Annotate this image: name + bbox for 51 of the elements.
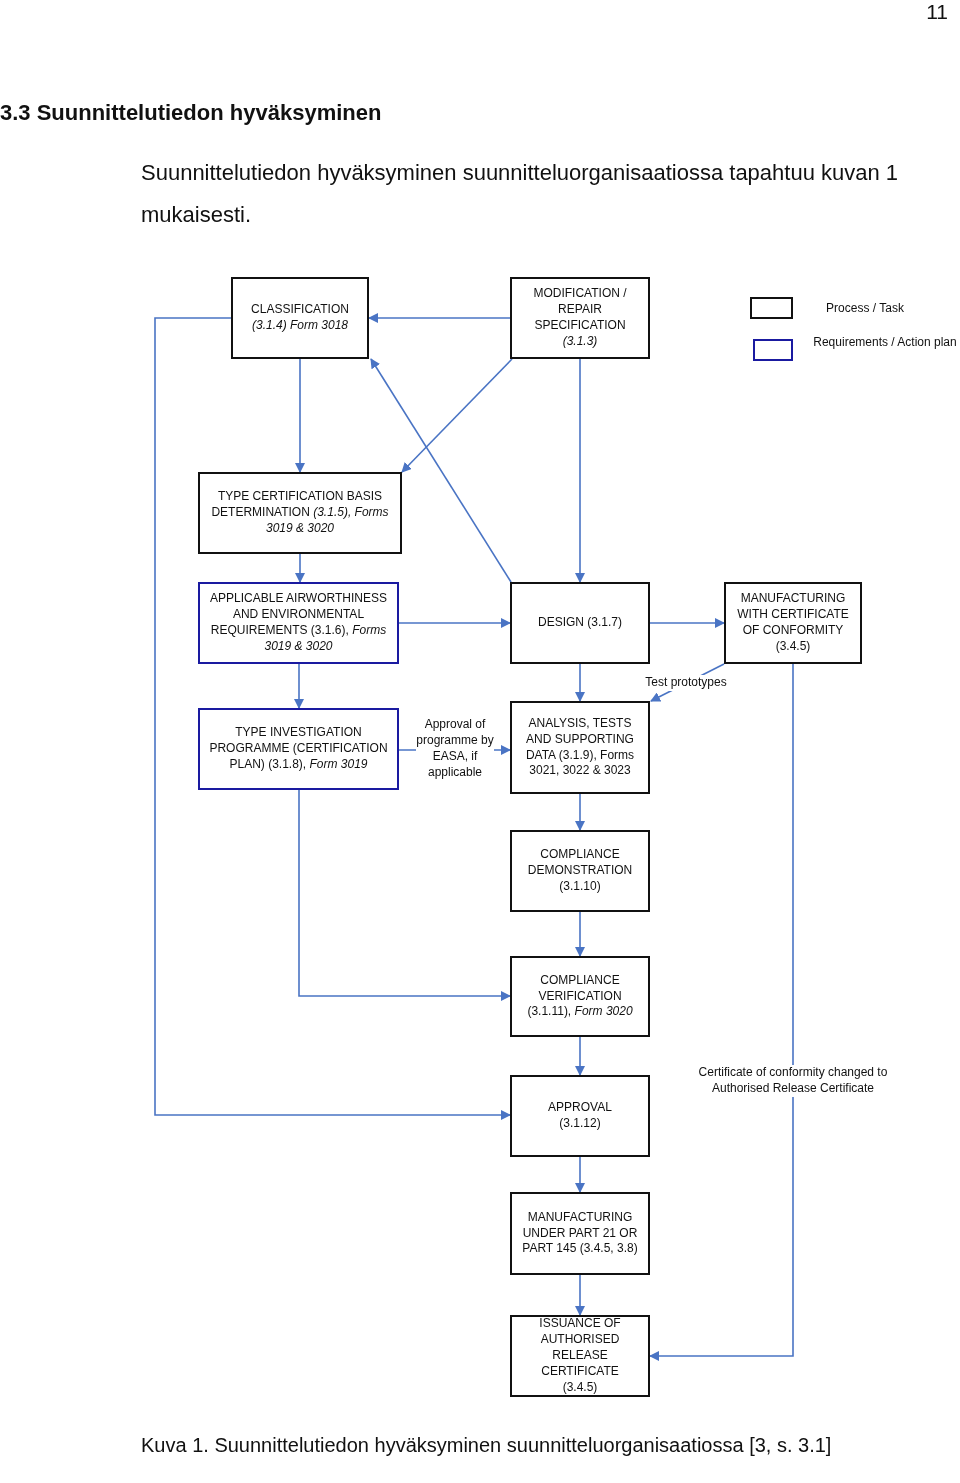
- page-number: 11: [926, 0, 948, 24]
- arrow: [368, 313, 511, 323]
- body-paragraph: Suunnittelutiedon hyväksyminen suunnitteluorganisaatiossa tapahtuu kuvan 1 mukaisesti.: [141, 159, 900, 229]
- box-label: TYPE CERTIFICATION BASIS DETERMINATION (3.1.5), Forms 3019 & 3020: [210, 489, 390, 537]
- box-label: CLASSIFICATION (3.1.4) Form 3018: [250, 302, 350, 334]
- arrow: [575, 1156, 585, 1193]
- arrow: [575, 1274, 585, 1316]
- process-box: [510, 582, 650, 664]
- requirements-box: [198, 708, 399, 790]
- legend-label: Requirements / Action plan: [812, 334, 958, 351]
- arrow: [575, 911, 585, 957]
- process-box: [510, 956, 650, 1037]
- box-label: APPROVAL (3.1.12): [547, 1100, 613, 1132]
- box-label: TYPE INVESTIGATION PROGRAMME (CERTIFICATION PLAN) (3.1.8), Form 3019: [208, 725, 389, 773]
- arrow: [575, 358, 585, 583]
- process-box: [510, 277, 650, 359]
- arrow: [370, 358, 512, 583]
- box-label: ANALYSIS, TESTS AND SUPPORTING DATA (3.1.9), Forms 3021, 3022 & 3023: [524, 715, 636, 780]
- requirements-box: [198, 582, 399, 664]
- arrow: [575, 1036, 585, 1076]
- process-box: [510, 701, 650, 794]
- process-box: [510, 1315, 650, 1397]
- edge-label: Approval of programme by EASA, if applicable: [416, 717, 494, 781]
- process-box: [231, 277, 369, 359]
- box-label: COMPLIANCE VERIFICATION (3.1.11), Form 3020: [526, 972, 634, 1021]
- legend-label: Process / Task: [825, 300, 905, 317]
- process-box: [510, 830, 650, 912]
- arrow: [649, 663, 794, 1361]
- box-label: DESIGN (3.1.7): [537, 615, 623, 631]
- arrow: [649, 618, 725, 628]
- arrow: [295, 358, 305, 473]
- arrow: [398, 618, 511, 628]
- process-box: [724, 582, 862, 664]
- process-box: [198, 472, 402, 554]
- arrow: [294, 663, 304, 709]
- arrow: [295, 553, 305, 583]
- arrow: [298, 789, 511, 1001]
- box-label: COMPLIANCE DEMONSTRATION (3.1.10): [526, 847, 634, 895]
- box-label: ISSUANCE OF AUTHORISED RELEASE CERTIFICATE (3.4.5): [538, 1316, 622, 1396]
- arrow: [575, 663, 585, 702]
- arrow: [575, 793, 585, 831]
- process-box: [510, 1075, 650, 1157]
- arrow: [401, 358, 513, 473]
- box-label: MODIFICATION / REPAIR SPECIFICATION (3.1.3): [532, 286, 628, 350]
- process-box: [510, 1192, 650, 1275]
- section-heading: 3.3 Suunnittelutiedon hyväksyminen: [0, 100, 382, 126]
- figure-caption: Kuva 1. Suunnittelutiedon hyväksyminen suunnitteluorganisaatiossa [3, s. 3.1]: [141, 1433, 833, 1457]
- arrow: [154, 317, 511, 1120]
- box-label: MANUFACTURING WITH CERTIFICATE OF CONFORMITY (3.4.5): [736, 591, 850, 655]
- box-label: MANUFACTURING UNDER PART 21 OR PART 145 (3.4.5, 3.8): [521, 1209, 639, 1258]
- box-label: APPLICABLE AIRWORTHINESS AND ENVIRONMENTAL REQUIREMENTS (3.1.6), Forms 3019 & 3020: [209, 591, 388, 655]
